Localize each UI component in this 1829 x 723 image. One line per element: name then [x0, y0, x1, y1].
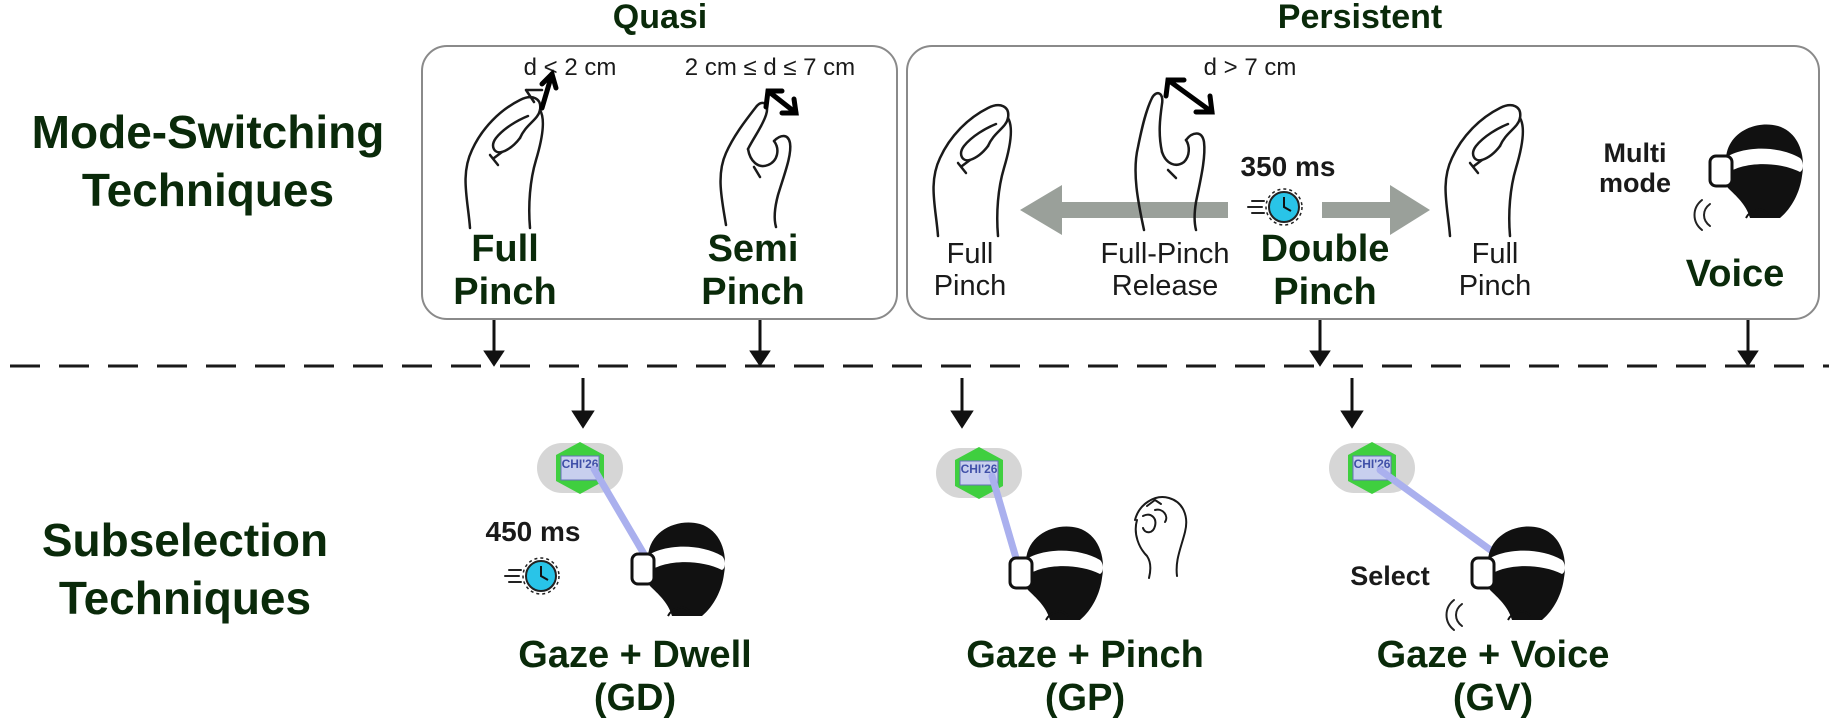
mode-switching-title: Mode-Switching Techniques: [31, 106, 385, 216]
target-label: CHI'26: [561, 457, 599, 471]
full-pinch-distance: d < 2 cm: [523, 54, 617, 81]
sound-wave-icon: [1445, 599, 1463, 631]
vr-head-icon: [1008, 526, 1103, 621]
vr-head-icon: [630, 522, 725, 617]
gaze-dwell-label: Gaze + Dwell (GD): [518, 634, 752, 719]
persistent-title: Persistent: [1277, 0, 1443, 36]
hand-release-icon: [1134, 77, 1215, 232]
clock-icon: [1247, 188, 1303, 226]
voice-label: Voice: [1685, 253, 1785, 295]
semi-pinch-label: Semi Pinch: [701, 228, 805, 313]
gaze-ray: [1376, 466, 1500, 558]
separator-line: [10, 364, 1829, 368]
gaze-ray: [988, 472, 1020, 562]
quasi-box: [421, 45, 898, 320]
clock-icon: [504, 557, 560, 595]
double-pinch-middle-pose-label: Full-Pinch Release: [1100, 238, 1230, 303]
double-pinch-label: Double Pinch: [1260, 228, 1390, 313]
connector-arrows-bottom: [571, 378, 1364, 429]
quasi-title: Quasi: [612, 0, 708, 36]
voice-select-command: Select: [1350, 561, 1430, 591]
target-icon: [556, 442, 604, 494]
hand-fist-icon: [1134, 496, 1188, 579]
subselection-title: Subselection Techniques: [41, 514, 329, 624]
left-arrow: [1020, 185, 1228, 235]
double-pinch-distance: d > 7 cm: [1203, 54, 1297, 81]
sound-wave-icon: [1693, 199, 1711, 231]
hand-semi-pinch-icon: [719, 88, 799, 229]
vr-head-icon: [1708, 124, 1803, 219]
target-label: CHI'26: [960, 462, 998, 476]
right-arrow: [1322, 185, 1430, 235]
voice-command: Multi mode: [1598, 138, 1671, 199]
persistent-box: [906, 45, 1820, 320]
gaze-pinch-label: Gaze + Pinch (GP): [966, 634, 1204, 719]
connector-arrows-top: [483, 320, 1759, 367]
target-icon: [1348, 442, 1396, 494]
semi-pinch-distance: 2 cm ≤ d ≤ 7 cm: [684, 54, 856, 81]
full-pinch-label: Full Pinch: [453, 228, 557, 313]
hand-pinch-icon: [464, 69, 559, 230]
gaze-voice-label: Gaze + Voice (GV): [1376, 634, 1610, 719]
double-pinch-left-pose-label: Full Pinch: [933, 238, 1007, 303]
dwell-time: 450 ms: [485, 516, 581, 547]
hand-pinch-icon: [932, 104, 1013, 238]
vr-head-icon: [1470, 526, 1565, 621]
hand-pinch-icon: [1444, 104, 1525, 238]
double-pinch-right-pose-label: Full Pinch: [1458, 238, 1532, 303]
double-pinch-interval: 350 ms: [1240, 151, 1336, 182]
